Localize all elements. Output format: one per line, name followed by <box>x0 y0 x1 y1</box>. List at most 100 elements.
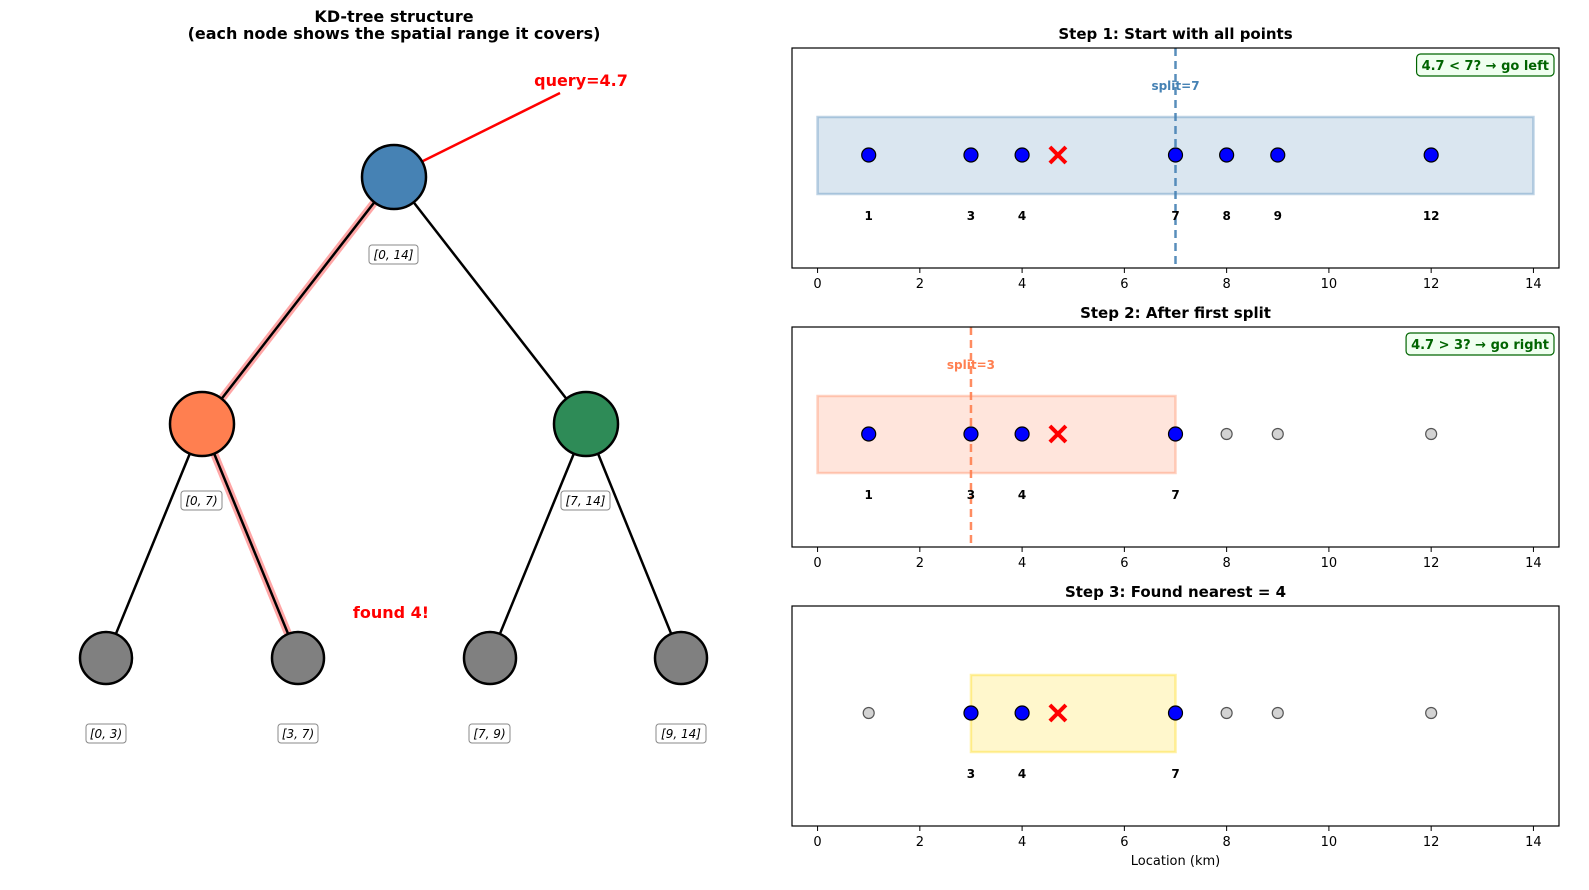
point-label: 3 <box>967 767 975 781</box>
x-axis-label: Location (km) <box>1131 854 1220 869</box>
range-box <box>969 673 1177 754</box>
edge-left-leaf-0-3 <box>104 423 204 659</box>
query-marker <box>1048 703 1068 723</box>
point-label: 7 <box>1171 488 1179 502</box>
point-label: 8 <box>1222 209 1230 223</box>
node-root <box>360 143 428 211</box>
x-tick-label: 2 <box>916 556 924 571</box>
kd-tree-diagram: KD-tree structure (each node shows the s… <box>78 7 709 744</box>
x-tick-label: 0 <box>813 556 821 571</box>
point-label: 7 <box>1171 767 1179 781</box>
x-tick-label: 14 <box>1525 835 1542 850</box>
x-tick-label: 6 <box>1120 835 1128 850</box>
point-label: 3 <box>967 488 975 502</box>
svg-text:[0, 7): [0, 7) <box>185 494 217 508</box>
edge-root-left <box>201 176 395 425</box>
x-tick-label: 14 <box>1525 277 1542 292</box>
data-point-inactive <box>1220 706 1233 720</box>
svg-text:[9, 14]: [9, 14] <box>661 727 701 741</box>
axes-frame <box>791 326 1560 548</box>
range-label-leaf-0-3: [0, 3) <box>85 723 127 744</box>
data-point <box>963 705 979 721</box>
step-title: Step 1: Start with all points <box>1058 25 1292 43</box>
edge-right-leaf-9-14 <box>584 423 683 659</box>
data-point <box>1219 147 1235 163</box>
axes-frame <box>791 605 1560 827</box>
decision-text: 4.7 < 7? → go left <box>1422 59 1549 74</box>
data-point <box>861 147 877 163</box>
data-point <box>1167 705 1184 721</box>
range-label-leaf-3-7: [3, 7) <box>277 723 319 744</box>
data-point <box>963 426 979 442</box>
x-tick-label: 0 <box>813 835 821 850</box>
data-point <box>1014 705 1030 721</box>
query-marker <box>1048 424 1068 444</box>
data-point-inactive <box>1425 427 1438 441</box>
split-label: split=3 <box>947 358 995 372</box>
svg-text:[7, 9): [7, 9) <box>473 727 505 741</box>
range-label-root: [0, 14] <box>368 244 419 265</box>
svg-text:[3, 7): [3, 7) <box>282 727 314 741</box>
decision-box <box>1405 332 1555 356</box>
node-leaf-0-3 <box>78 630 134 686</box>
data-point <box>963 147 979 163</box>
x-tick-label: 0 <box>813 277 821 292</box>
range-label-left: [0, 7) <box>180 490 223 511</box>
x-tick-label: 4 <box>1018 835 1026 850</box>
x-tick-label: 12 <box>1423 556 1440 571</box>
x-tick-label: 2 <box>916 277 924 292</box>
data-point <box>1014 426 1030 442</box>
data-point <box>1167 426 1184 442</box>
x-tick-label: 8 <box>1222 277 1230 292</box>
data-point-inactive <box>1271 706 1284 720</box>
x-tick-label: 6 <box>1120 277 1128 292</box>
query-pointer-line <box>420 91 561 164</box>
query-label: query=4.7 <box>534 71 628 90</box>
data-point-inactive <box>862 706 875 720</box>
range-label-leaf-9-14: [9, 14] <box>655 723 707 744</box>
point-label: 4 <box>1018 209 1026 223</box>
point-label: 7 <box>1171 209 1179 223</box>
edge-root-right <box>393 176 587 425</box>
data-point-inactive <box>1271 427 1284 441</box>
point-label: 4 <box>1018 767 1026 781</box>
range-label-right: [7, 14] <box>560 490 611 511</box>
data-point <box>1167 147 1184 163</box>
x-tick-label: 12 <box>1423 277 1440 292</box>
tree-title: KD-tree structure <box>314 7 473 26</box>
point-label: 4 <box>1018 488 1026 502</box>
node-leaf-7-9 <box>462 630 518 686</box>
x-tick-label: 8 <box>1222 556 1230 571</box>
svg-text:[0, 14]: [0, 14] <box>374 248 414 262</box>
x-tick-label: 14 <box>1525 556 1542 571</box>
found-label: found 4! <box>353 603 429 622</box>
data-point <box>1014 147 1030 163</box>
axes-frame <box>791 47 1560 269</box>
data-point <box>1270 147 1286 163</box>
edge-left-leaf-3-7 <box>200 423 300 659</box>
node-leaf-9-14 <box>653 630 709 686</box>
edge-right-leaf-7-9 <box>488 423 588 659</box>
svg-text:[7, 14]: [7, 14] <box>566 494 606 508</box>
x-tick-label: 10 <box>1321 277 1338 292</box>
x-tick-label: 10 <box>1321 835 1338 850</box>
x-tick-label: 2 <box>916 835 924 850</box>
point-label: 9 <box>1274 209 1282 223</box>
tree-subtitle: (each node shows the spatial range it co… <box>188 24 601 43</box>
point-label: 1 <box>865 488 873 502</box>
step-title: Step 3: Found nearest = 4 <box>1065 583 1286 601</box>
decision-box <box>1415 53 1555 77</box>
node-right <box>552 390 620 458</box>
x-tick-label: 10 <box>1321 556 1338 571</box>
step-panel-2: Step 2: After first split split=3 1 3 4 7 4.7 … <box>791 304 1560 571</box>
x-tick-label: 12 <box>1423 835 1440 850</box>
x-tick-label: 4 <box>1018 277 1026 292</box>
svg-text:[0, 3): [0, 3) <box>90 727 122 741</box>
decision-text: 4.7 > 3? → go right <box>1411 338 1549 353</box>
step-title: Step 2: After first split <box>1080 304 1271 322</box>
data-point-inactive <box>1220 427 1233 441</box>
point-label: 12 <box>1423 209 1440 223</box>
